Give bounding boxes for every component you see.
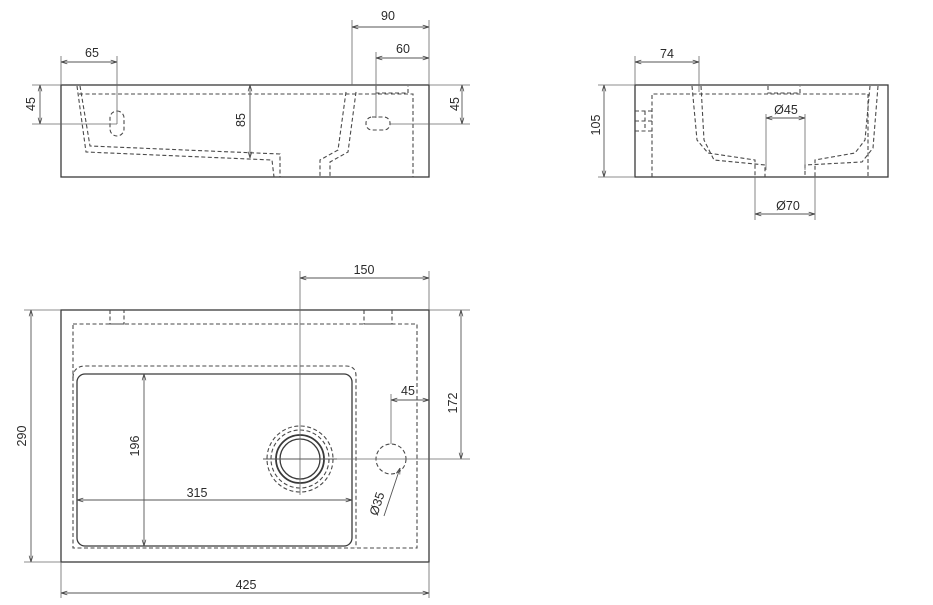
front-hidden-top [79, 93, 414, 177]
dim-front-45-right: 45 [448, 97, 462, 111]
side-basin-right-a [814, 85, 871, 177]
front-outline [60, 84, 430, 178]
side-tap-boss [767, 86, 801, 94]
top-basin [76, 373, 353, 547]
dim-top-196: 196 [128, 436, 142, 457]
side-basin-left-b [700, 85, 766, 177]
dim-side-d70: Ø70 [776, 199, 800, 213]
side-outline [634, 84, 889, 178]
side-overflow [635, 110, 652, 132]
front-basin-right-wall-b [329, 91, 357, 177]
dim-front-90: 90 [381, 9, 395, 23]
dim-front-65: 65 [85, 46, 99, 60]
side-hidden-top [651, 93, 869, 177]
front-basin-left-wall [76, 85, 275, 178]
dim-top-172: 172 [446, 393, 460, 414]
front-view: 90 60 65 45 85 45 [24, 9, 470, 178]
side-basin-right-b [804, 85, 879, 177]
top-overflow-boss [109, 310, 125, 325]
front-tap-boss [375, 86, 409, 94]
top-view: 150 290 45 172 196 315 Ø35 425 [15, 263, 470, 598]
front-basin-floor [79, 85, 281, 177]
dim-top-425: 425 [236, 578, 257, 592]
dim-side-74: 74 [660, 47, 674, 61]
side-view: 74 105 Ø45 Ø70 [589, 47, 889, 220]
dim-front-60: 60 [396, 42, 410, 56]
dim-top-150: 150 [354, 263, 375, 277]
dim-front-85: 85 [234, 113, 248, 127]
front-basin-right-wall-a [319, 91, 347, 177]
top-outline [60, 309, 430, 563]
dim-side-d45: Ø45 [774, 103, 798, 117]
dim-top-290: 290 [15, 426, 29, 447]
dim-top-d35: Ø35 [367, 490, 388, 517]
dim-top-45: 45 [401, 384, 415, 398]
dim-side-105: 105 [589, 115, 603, 136]
dim-front-45-left: 45 [24, 97, 38, 111]
top-hidden-rim [72, 323, 418, 549]
top-tap-boss [363, 310, 393, 325]
front-tap-hole [365, 116, 391, 131]
dim-top-315: 315 [187, 486, 208, 500]
top-basin-hidden [72, 365, 357, 548]
side-basin-left-a [691, 85, 756, 177]
